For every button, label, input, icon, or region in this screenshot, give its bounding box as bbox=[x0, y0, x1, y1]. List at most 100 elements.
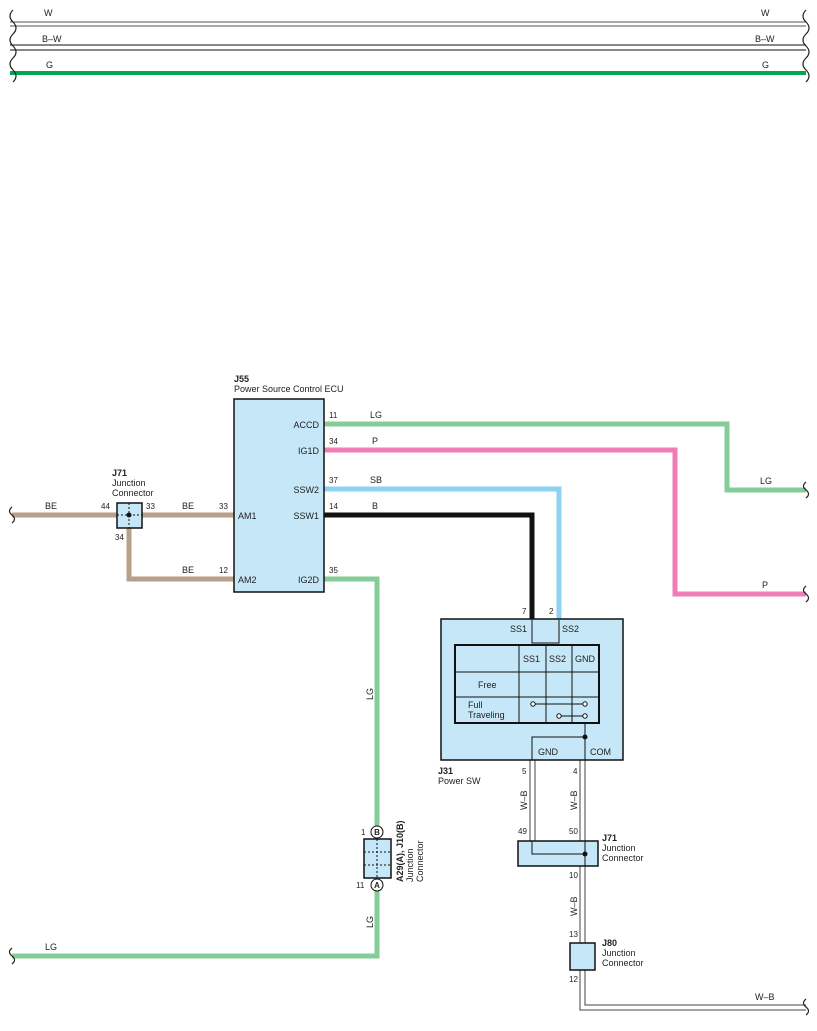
j71-left-pin-right: 33 bbox=[146, 502, 155, 511]
j71-left-line1: Junction bbox=[112, 478, 146, 488]
accd-wire-label-right: LG bbox=[760, 476, 772, 486]
ssw2-sb-wire bbox=[324, 486, 562, 620]
splice-dot-icon bbox=[126, 512, 132, 518]
wire-break-icon bbox=[8, 947, 16, 965]
ecu-pin-num-ig2d: 35 bbox=[329, 566, 338, 575]
b-w-label-left: B–W bbox=[42, 34, 62, 44]
ecu-pin-num-am2: 12 bbox=[219, 566, 228, 575]
j71-right-connector: 49 50 10 J71 Junction Connector bbox=[517, 827, 644, 880]
sw-terminal-com: COM bbox=[590, 747, 611, 757]
a29-j10-connector: B A 1 11 A29(A), J10(B) Junction Connect… bbox=[356, 820, 425, 892]
ecu-pin-num-accd: 11 bbox=[329, 411, 338, 420]
ig1d-p-wire bbox=[324, 447, 806, 597]
ecu-pin-num-ssw1: 14 bbox=[329, 502, 338, 511]
j71-right-line1: Junction bbox=[602, 843, 636, 853]
sw-pin-ss2: 2 bbox=[549, 607, 554, 616]
wire-break-icon bbox=[802, 998, 810, 1016]
lg-lower-wire-label: LG bbox=[365, 916, 375, 928]
j80-line2: Connector bbox=[602, 958, 644, 968]
continuity-mark-icon bbox=[530, 701, 588, 719]
accd-lg-wire bbox=[324, 421, 806, 493]
be-wire-am2 bbox=[126, 528, 234, 582]
power-switch-name: Power SW bbox=[438, 776, 481, 786]
j71-left-pin-left: 44 bbox=[101, 502, 110, 511]
be-wire-label-am2: BE bbox=[182, 565, 194, 575]
a29-line1: Junction bbox=[405, 848, 415, 882]
connector-a-marker-icon bbox=[370, 878, 384, 892]
top-wire-group: W W B–W B–W G G bbox=[9, 8, 810, 83]
w-label-right: W bbox=[761, 8, 770, 18]
ecu-pin-num-ig1d: 34 bbox=[329, 437, 338, 446]
j80-pin-top: 13 bbox=[569, 930, 578, 939]
ecu-pin-ig2d: IG2D bbox=[298, 575, 320, 585]
ecu-pin-num-am1: 33 bbox=[219, 502, 228, 511]
bottom-right-wire-label: W–B bbox=[755, 992, 775, 1002]
table-header-ss1: SS1 bbox=[523, 654, 540, 664]
table-header-ss2: SS2 bbox=[549, 654, 566, 664]
power-switch-id: J31 bbox=[438, 766, 453, 776]
j71-right-id: J71 bbox=[602, 833, 617, 843]
j80-line1: Junction bbox=[602, 948, 636, 958]
ecu-j55: J55 Power Source Control ECU ACCD IG1D S… bbox=[219, 374, 344, 593]
ecu-pin-ssw1: SSW1 bbox=[293, 511, 319, 521]
ecu-pin-ig1d: IG1D bbox=[298, 446, 320, 456]
table-row-full-2: Traveling bbox=[468, 710, 505, 720]
splice-dot-icon bbox=[582, 851, 588, 857]
sw-terminal-ss1: SS1 bbox=[510, 624, 527, 634]
wire-break-left-icon bbox=[9, 9, 17, 83]
gnd-wire-label: W–B bbox=[519, 790, 529, 810]
b-w-label-right: B–W bbox=[755, 34, 775, 44]
a29-pin-bottom: 11 bbox=[356, 881, 365, 890]
j71-right-pin-left: 49 bbox=[518, 827, 527, 836]
lg-bottom-wire bbox=[12, 888, 380, 959]
sw-pin-gnd: 5 bbox=[522, 767, 527, 776]
j71-left-connector: J71 Junction Connector 44 33 34 bbox=[101, 468, 155, 542]
lg-bottom-wire-label: LG bbox=[45, 942, 57, 952]
g-label-left: G bbox=[46, 60, 53, 70]
ig1d-wire-label-right: P bbox=[762, 580, 768, 590]
com-wire-label: W–B bbox=[569, 790, 579, 810]
table-header-gnd: GND bbox=[575, 654, 596, 664]
ig2d-lg-wire bbox=[324, 576, 380, 826]
ecu-pin-num-ssw2: 37 bbox=[329, 476, 338, 485]
wire-break-icon bbox=[8, 506, 16, 524]
ig1d-wire-label: P bbox=[372, 436, 378, 446]
sw-pin-com: 4 bbox=[573, 767, 578, 776]
switch-table bbox=[454, 644, 600, 724]
ssw2-wire-label: SB bbox=[370, 475, 382, 485]
ssw1-b-wire bbox=[324, 512, 535, 620]
table-row-free: Free bbox=[478, 680, 497, 690]
a29-line2: Connector bbox=[415, 840, 425, 882]
wire-break-right-icon bbox=[802, 9, 810, 83]
power-switch-j31: SS1 SS2 7 2 SS1 SS2 GND Free Full Travel… bbox=[438, 607, 624, 786]
sw-terminal-gnd: GND bbox=[538, 747, 559, 757]
j71-right-line2: Connector bbox=[602, 853, 644, 863]
ecu-name: Power Source Control ECU bbox=[234, 384, 344, 394]
a29-label: A29(A), J10(B) bbox=[395, 820, 405, 882]
j71-j80-wire-label: W–B bbox=[569, 896, 579, 916]
j80-id: J80 bbox=[602, 938, 617, 948]
j71-right-pin-right: 50 bbox=[569, 827, 578, 836]
ecu-pin-am1: AM1 bbox=[238, 511, 257, 521]
connector-a-marker: A bbox=[374, 881, 380, 890]
j71-right-pin-bottom: 10 bbox=[569, 871, 578, 880]
j71-left-id: J71 bbox=[112, 468, 127, 478]
j71-left-pin-bottom: 34 bbox=[115, 533, 124, 542]
w-b-wires bbox=[529, 760, 806, 1011]
connector-b-marker-icon bbox=[370, 825, 384, 839]
be-wire-label-left: BE bbox=[45, 501, 57, 511]
wire-break-icon bbox=[802, 585, 810, 603]
ecu-box bbox=[233, 398, 325, 593]
sw-terminal-ss2: SS2 bbox=[562, 624, 579, 634]
sw-pin-ss1: 7 bbox=[522, 607, 527, 616]
ecu-pin-ssw2: SSW2 bbox=[293, 485, 319, 495]
j80-box bbox=[569, 942, 596, 971]
j80-connector: 13 12 J80 Junction Connector bbox=[569, 930, 644, 984]
ssw1-wire-label: B bbox=[372, 501, 378, 511]
j71-left-line2: Connector bbox=[112, 488, 154, 498]
connector-b-marker: B bbox=[374, 828, 380, 837]
g-label-right: G bbox=[762, 60, 769, 70]
table-row-full-1: Full bbox=[468, 700, 483, 710]
ig2d-wire-label: LG bbox=[365, 688, 375, 700]
